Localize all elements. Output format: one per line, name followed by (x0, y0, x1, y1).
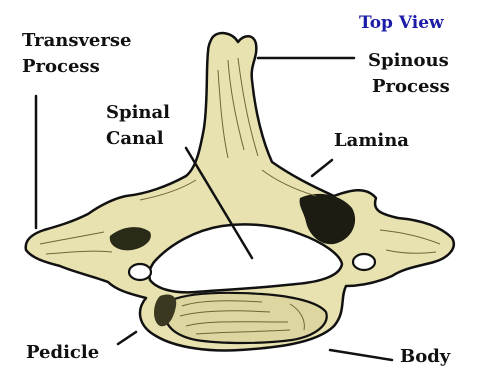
view-label: Top View (359, 12, 444, 34)
leader-line-pedicle (118, 332, 136, 344)
label-spinal-canal-line1: Spinal (106, 102, 170, 124)
left-transverse-foramen (129, 264, 151, 280)
label-spinous-process-line1: Spinous (368, 50, 449, 72)
label-lamina: Lamina (334, 130, 409, 152)
label-pedicle: Pedicle (26, 342, 99, 364)
label-spinal-canal-line2: Canal (106, 128, 164, 150)
label-body: Body (400, 346, 450, 368)
label-spinous-process-line2: Process (372, 76, 450, 98)
leader-line-body (330, 350, 392, 360)
leader-line-lamina (312, 160, 332, 176)
label-transverse-process-line1: Transverse (22, 30, 131, 52)
right-transverse-foramen (353, 254, 375, 270)
label-transverse-process-line2: Process (22, 56, 100, 78)
